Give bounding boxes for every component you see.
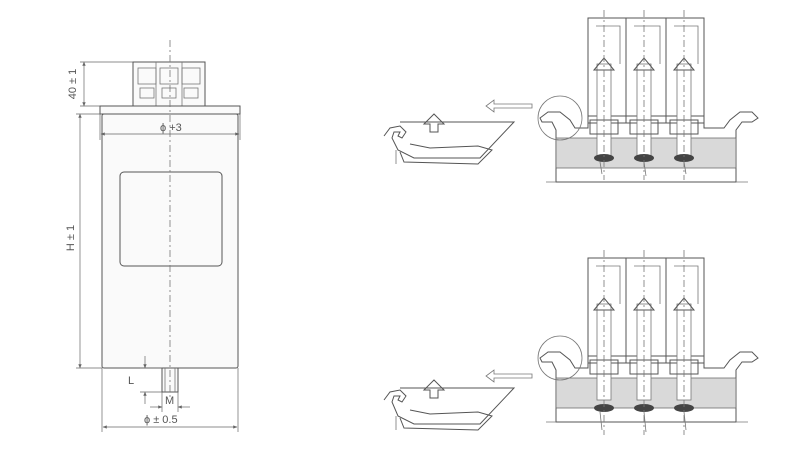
- dimension-stud-length: [140, 356, 162, 404]
- label-body-height: H ± 1: [65, 225, 77, 251]
- dimension-terminal-height: [80, 61, 133, 107]
- terminal-section-detail-top: [383, 10, 759, 183]
- dimension-body-diameter: [101, 368, 239, 432]
- dimension-body-height: [76, 113, 102, 369]
- dimension-thread: [150, 392, 190, 412]
- label-stud-length: L: [128, 375, 134, 387]
- capacitor-front-view: 40 ± 1 ϕ +3 H ± 1 L M: [65, 40, 241, 432]
- label-terminal-height: 40 ± 1: [67, 69, 79, 100]
- dimension-cap-diameter: [99, 114, 241, 140]
- terminal-section-detail-bottom: [383, 250, 759, 435]
- label-body-diameter: ϕ ± 0.5: [144, 414, 178, 426]
- label-window: [119, 171, 223, 267]
- label-cap-diameter: ϕ +3: [160, 122, 182, 134]
- terminal-block: [132, 61, 206, 107]
- label-thread: M: [165, 395, 174, 407]
